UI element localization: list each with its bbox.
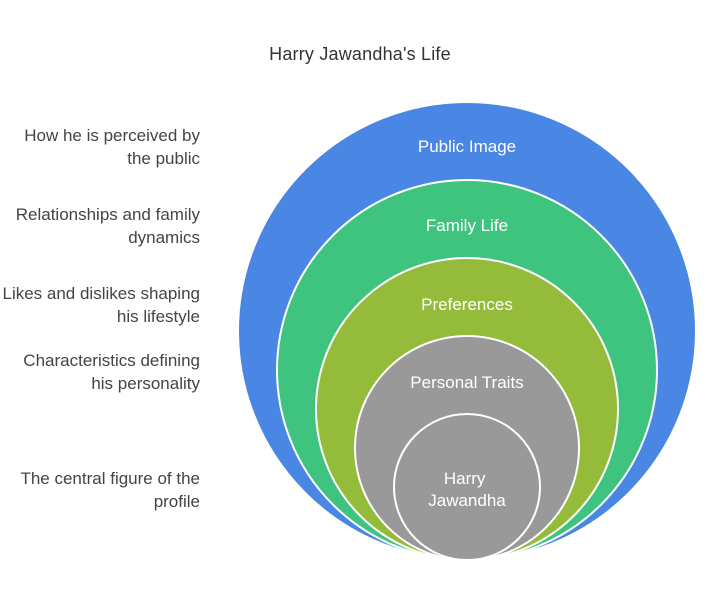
description-harry-jawandha: The central figure of the profile	[20, 469, 200, 511]
label-harry-jawandha: Harry Jawandha	[428, 469, 506, 510]
label-harry-jawandha-line-2: Jawandha	[428, 491, 506, 510]
label-preferences: Preferences	[421, 295, 513, 314]
layer-harry-jawandha	[393, 413, 541, 561]
label-personal-traits: Personal Traits	[410, 373, 523, 392]
description-preferences: Likes and dislikes shaping his lifestyle	[2, 284, 200, 326]
description-personal-traits: Characteristics defining his personality	[23, 351, 200, 393]
diagram-title: Harry Jawandha's Life	[269, 44, 451, 64]
description-family-life: Relationships and family dynamics	[15, 205, 200, 247]
description-public-image: How he is perceived by the public	[24, 126, 200, 168]
label-public-image: Public Image	[418, 137, 516, 156]
label-family-life: Family Life	[426, 216, 508, 235]
label-harry-jawandha-line-1: Harry	[444, 469, 486, 488]
